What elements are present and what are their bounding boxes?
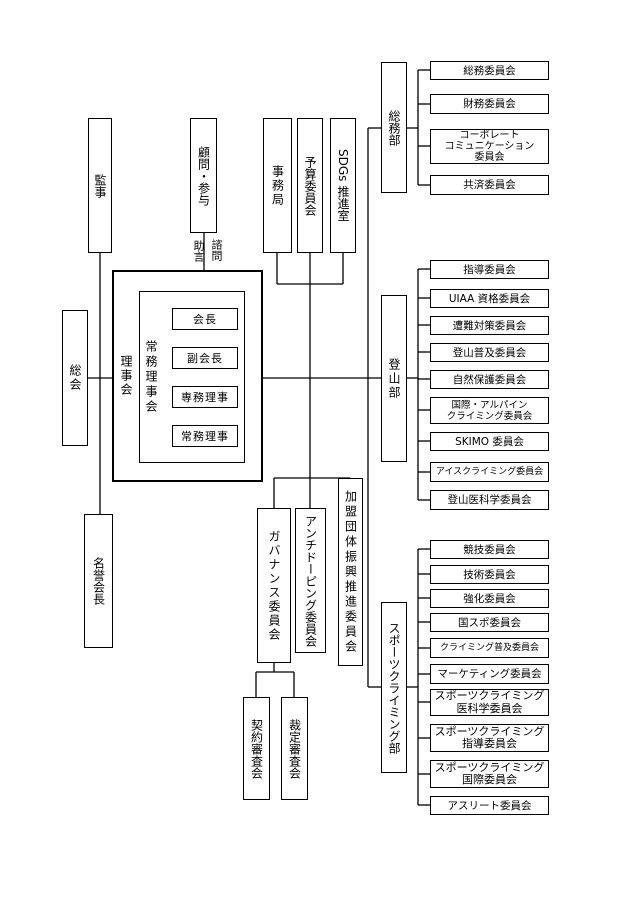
governance-committee-box: ガバナンス委員会 bbox=[257, 508, 291, 663]
secretariat-label: 事務局 bbox=[270, 164, 285, 207]
committee-label: 医科学委員会 bbox=[456, 701, 523, 715]
national-sports-festival-committee: 国スポ委員会 bbox=[430, 613, 549, 632]
committee-label: 国際・アルパイン bbox=[451, 399, 528, 411]
managing-director-box: 常務理事 bbox=[172, 425, 238, 447]
president-box: 会長 bbox=[172, 308, 238, 330]
managing-director-label: 常務理事 bbox=[181, 430, 229, 443]
committee-label: 強化委員会 bbox=[463, 592, 516, 605]
skimo-committee: SKIMO 委員会 bbox=[430, 432, 549, 451]
committee-label: 国際委員会 bbox=[462, 773, 517, 786]
international-alpine-climbing-committee: 国際・アルパイン クライミング委員会 bbox=[430, 397, 549, 424]
committee-label: 財務委員会 bbox=[463, 98, 516, 110]
committee-label: 委員会 bbox=[474, 152, 505, 163]
advice-label: 助言 bbox=[192, 240, 205, 262]
anti-doping-committee-box: アンチドーピング委員会 bbox=[295, 508, 326, 653]
athlete-committee: アスリート委員会 bbox=[430, 796, 549, 815]
mountaineering-dept-box: 登山部 bbox=[381, 295, 407, 462]
ice-climbing-committee: アイスクライミング委員会 bbox=[430, 462, 549, 482]
committee-label: 登山普及委員会 bbox=[452, 346, 527, 359]
committee-label: マーケティング委員会 bbox=[437, 668, 542, 680]
committee-label: 登山医科学委員会 bbox=[447, 494, 532, 506]
committee-label: アイスクライミング委員会 bbox=[435, 467, 544, 477]
adjudication-board-box: 裁定審査会 bbox=[281, 697, 308, 800]
contract-review-board-label: 契約審査会 bbox=[249, 718, 264, 779]
budget-committee-label: 予算委員会 bbox=[303, 155, 317, 216]
member-org-promotion-committee-box: 加盟団体振興推進委員会 bbox=[338, 478, 363, 666]
competition-committee: 競技委員会 bbox=[430, 540, 549, 559]
committee-label: 共済委員会 bbox=[463, 179, 516, 191]
corporate-communication-committee: コーポレート コミュニケーション 委員会 bbox=[430, 129, 549, 164]
committee-label: クライミング普及委員会 bbox=[439, 643, 539, 653]
committee-label: 指導委員会 bbox=[463, 263, 516, 276]
mountain-medicine-committee: 登山医科学委員会 bbox=[430, 490, 549, 510]
committee-label: 技術委員会 bbox=[463, 568, 516, 581]
committee-label: 競技委員会 bbox=[463, 543, 516, 556]
governance-committee-label: ガバナンス委員会 bbox=[267, 529, 281, 642]
committee-label: コーポレート bbox=[459, 130, 520, 141]
technical-committee: 技術委員会 bbox=[430, 565, 549, 584]
committee-label: SKIMO 委員会 bbox=[455, 435, 524, 448]
athlete-development-committee: 強化委員会 bbox=[430, 589, 549, 608]
contract-review-board-box: 契約審査会 bbox=[243, 697, 270, 800]
instruction-committee: 指導委員会 bbox=[430, 260, 549, 279]
board-label: 理事会 bbox=[119, 355, 133, 397]
committee-label: 国スポ委員会 bbox=[458, 616, 521, 629]
sport-climbing-dept-label: スポーツクライミング部 bbox=[387, 621, 401, 754]
nature-conservation-committee: 自然保護委員会 bbox=[430, 370, 549, 389]
sdgs-office-label: SDGs 推進室 bbox=[336, 149, 350, 222]
general-affairs-committee: 総務委員会 bbox=[430, 61, 549, 80]
adjudication-board-label: 裁定審査会 bbox=[287, 718, 302, 779]
honorary-president-box: 名誉会長 bbox=[84, 514, 113, 648]
vice-president-label: 副会長 bbox=[187, 352, 223, 365]
member-org-promotion-committee-label: 加盟団体振興推進委員会 bbox=[343, 489, 358, 655]
mountaineering-dept-label: 登山部 bbox=[387, 357, 401, 400]
general-assembly-label: 総会 bbox=[68, 364, 82, 392]
honorary-president-label: 名誉会長 bbox=[91, 557, 106, 605]
advisors-label: 顧問・参与 bbox=[196, 145, 211, 206]
president-label: 会長 bbox=[193, 313, 217, 326]
vice-president-box: 副会長 bbox=[172, 347, 238, 369]
general-affairs-dept-label: 総務部 bbox=[387, 109, 401, 146]
committee-label: 指導委員会 bbox=[462, 737, 517, 750]
executive-director-label: 専務理事 bbox=[181, 391, 229, 404]
sport-climbing-instruction-committee: スポーツクライミング 指導委員会 bbox=[430, 724, 549, 752]
committee-label: スポーツクライミング bbox=[434, 724, 545, 738]
committee-label: スポーツクライミング bbox=[434, 760, 545, 774]
consultation-label: 諮問 bbox=[210, 239, 223, 261]
general-assembly-box: 総会 bbox=[62, 310, 88, 446]
general-affairs-dept-box: 総務部 bbox=[381, 62, 407, 193]
rescue-committee: 遭難対策委員会 bbox=[430, 316, 549, 335]
committee-label: クライミング委員会 bbox=[446, 410, 533, 422]
committee-label: 総務委員会 bbox=[463, 64, 516, 77]
sport-climbing-medicine-committee: スポーツクライミング 医科学委員会 bbox=[430, 689, 549, 716]
finance-committee: 財務委員会 bbox=[430, 94, 549, 114]
secretariat-box: 事務局 bbox=[263, 118, 292, 253]
anti-doping-committee-label: アンチドーピング委員会 bbox=[303, 514, 318, 647]
executive-director-box: 専務理事 bbox=[172, 386, 238, 408]
mountaineering-promotion-committee: 登山普及委員会 bbox=[430, 343, 549, 362]
committee-label: コミュニケーション bbox=[444, 141, 535, 152]
sport-climbing-international-committee: スポーツクライミング 国際委員会 bbox=[430, 760, 549, 788]
committee-label: 自然保護委員会 bbox=[452, 373, 527, 386]
uiaa-qualification-committee: UIAA 資格委員会 bbox=[430, 289, 549, 308]
budget-committee-box: 予算委員会 bbox=[297, 118, 323, 253]
sport-climbing-dept-box: スポーツクライミング部 bbox=[381, 602, 407, 773]
committee-label: UIAA 資格委員会 bbox=[448, 292, 531, 305]
auditor-label: 監事 bbox=[93, 173, 107, 198]
committee-label: スポーツクライミング bbox=[434, 689, 545, 702]
marketing-committee: マーケティング委員会 bbox=[430, 664, 549, 684]
auditor-box: 監事 bbox=[88, 118, 112, 253]
committee-label: 遭難対策委員会 bbox=[452, 319, 527, 332]
sdgs-office-box: SDGs 推進室 bbox=[330, 118, 356, 253]
climbing-promotion-committee: クライミング普及委員会 bbox=[430, 638, 549, 658]
advisors-box: 顧問・参与 bbox=[190, 118, 217, 233]
executive-board-label: 常務理事会 bbox=[144, 339, 158, 415]
mutual-aid-committee: 共済委員会 bbox=[430, 175, 549, 195]
committee-label: アスリート委員会 bbox=[447, 799, 532, 812]
